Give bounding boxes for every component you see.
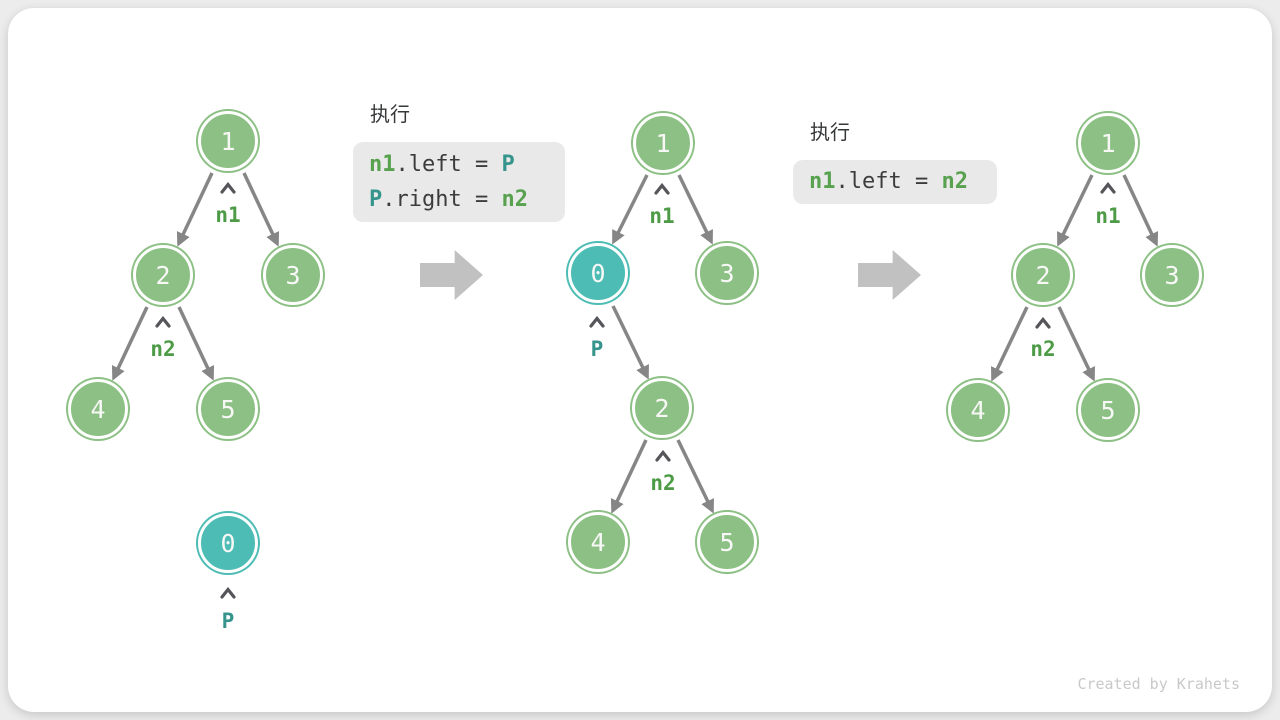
edge-mid-2-4 [610, 439, 648, 514]
n2-pointer-caret-icon [155, 316, 171, 328]
final-tree-node-2: 2 [1013, 245, 1073, 305]
edge-initial-2-4 [111, 306, 149, 381]
mid-tree-node-0: 0 [568, 243, 628, 303]
final-tree-node-3: 3 [1142, 245, 1202, 305]
final-ref-n1: n1 [1095, 204, 1121, 228]
mid-tree-node-3: 3 [697, 243, 757, 303]
edge-mid-0-2 [611, 305, 649, 380]
initial-tree-node-5: 5 [198, 379, 258, 439]
code-token: .left = [395, 152, 502, 177]
initial-tree-node-3: 3 [263, 245, 323, 305]
code-token: .left = [835, 169, 942, 194]
mid-tree-node-2: 2 [632, 378, 692, 438]
step2-title: 执行 [810, 120, 850, 144]
edge-mid-2-5 [676, 439, 714, 514]
final-tree-node-1: 1 [1078, 113, 1138, 173]
edge-final-1-2 [1057, 174, 1094, 247]
initial-inserted-node-0: 0 [198, 513, 258, 573]
edge-initial-2-5 [177, 306, 215, 381]
n2-pointer-caret-icon [655, 450, 671, 462]
diagram-card: 1 2 3 4 5 0 n1 n2 P 执行 n1.left = P P.rig… [8, 8, 1272, 712]
final-ref-n2: n2 [1030, 337, 1056, 361]
n1-pointer-caret-icon [220, 182, 236, 194]
initial-tree-node-1: 1 [198, 111, 258, 171]
n1-pointer-caret-icon [654, 183, 670, 195]
mid-ref-n2: n2 [650, 471, 676, 495]
step1-title: 执行 [370, 102, 410, 126]
watermark-credit: Created by Krahets [1077, 675, 1240, 693]
step2-code-line-1: n1.left = n2 [809, 165, 981, 199]
edge-initial-1-3 [242, 172, 280, 247]
initial-ref-n2: n2 [150, 337, 176, 361]
tree-edges-layer [111, 172, 1159, 514]
n1-pointer-caret-icon [1100, 182, 1116, 194]
initial-ref-n1: n1 [215, 203, 241, 227]
mid-tree-node-5: 5 [697, 512, 757, 572]
mid-tree-node-1: 1 [633, 113, 693, 173]
code-token: n2 [501, 187, 528, 212]
code-token: n1 [809, 169, 836, 194]
p-pointer-caret-icon [589, 316, 605, 328]
edge-mid-1-0 [612, 174, 649, 245]
code-token: n2 [941, 169, 968, 194]
mid-ref-p: P [590, 337, 604, 361]
p-pointer-caret-icon [220, 587, 236, 599]
edge-mid-1-3 [677, 174, 713, 245]
step2-block: 执行 n1.left = n2 [793, 118, 997, 204]
code-token: P [369, 187, 383, 212]
initial-tree-node-2: 2 [133, 245, 193, 305]
mid-tree-node-4: 4 [568, 512, 628, 572]
edge-final-2-5 [1057, 306, 1095, 382]
final-tree-node-4: 4 [948, 380, 1008, 440]
mid-ref-n1: n1 [649, 204, 675, 228]
edge-final-2-4 [991, 306, 1029, 382]
code-token: .right = [382, 187, 502, 212]
step1-block: 执行 n1.left = P P.right = n2 [353, 100, 565, 222]
edge-final-1-3 [1122, 174, 1159, 247]
code-token: P [501, 152, 515, 177]
edge-initial-1-2 [176, 172, 214, 247]
step1-code-line-2: P.right = n2 [369, 182, 549, 217]
initial-tree-node-4: 4 [68, 379, 128, 439]
step1-code-line-1: n1.left = P [369, 147, 549, 182]
initial-ref-p: P [221, 609, 235, 633]
final-tree-node-5: 5 [1078, 380, 1138, 440]
code-token: n1 [369, 152, 396, 177]
n2-pointer-caret-icon [1035, 317, 1051, 329]
step2-code-box: n1.left = n2 [793, 160, 997, 204]
step1-code-box: n1.left = P P.right = n2 [353, 142, 565, 222]
